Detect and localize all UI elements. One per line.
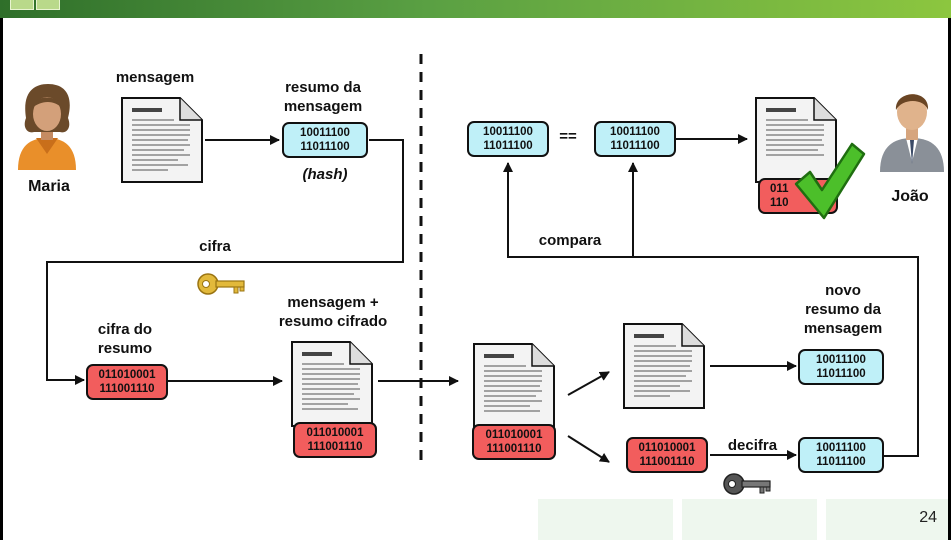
label-joao: João: [891, 188, 929, 205]
hash-box: 10011100 11011100: [282, 122, 368, 158]
hash-box-line: 11011100: [300, 141, 350, 153]
label-mensagem: mensagem: [115, 69, 195, 86]
top-bar-tab: [10, 0, 34, 10]
doc-cipher-box: 011010001 111001110: [293, 422, 377, 458]
slide-right-border: [948, 18, 951, 540]
footer-box: [682, 499, 817, 540]
doc-cipher-box-line: 111001110: [307, 441, 363, 453]
cipher-to-decrypt-box-line: 011010001: [638, 442, 696, 454]
arrow-decrypted-to-compare: [503, 162, 919, 457]
document-icon: [121, 97, 203, 183]
cipher-box-line: 111001110: [99, 383, 155, 395]
footer-box: [538, 499, 673, 540]
new-hash-box: 10011100 11011100: [798, 349, 884, 385]
document-icon: [623, 323, 705, 409]
compare-left-box-line: 10011100: [483, 126, 533, 138]
label-mensagem-resumo-cifrado: mensagem + resumo cifrado: [278, 294, 388, 330]
gold-key-icon: [197, 273, 245, 295]
doc-cipher-box-line: 111001110: [486, 443, 542, 455]
label-equals: ==: [559, 128, 577, 145]
label-compara: compara: [538, 232, 602, 249]
label-hash: (hash): [302, 166, 348, 183]
person-maria-icon: [18, 84, 76, 170]
compare-right-box-line: 10011100: [610, 126, 660, 138]
slide-top-bar: [0, 0, 951, 18]
doc-cipher-box-line: 011010001: [306, 427, 364, 439]
joao-doc-cipher-box-line: 011: [770, 183, 789, 195]
cipher-to-decrypt-box: 011010001 111001110: [626, 437, 708, 473]
decrypted-hash-box-line: 11011100: [816, 456, 866, 468]
hash-box-line: 10011100: [300, 127, 350, 139]
new-hash-box-line: 10011100: [816, 354, 866, 366]
label-cifra: cifra: [199, 238, 231, 255]
label-maria: Maria: [28, 178, 70, 195]
dark-key-icon: [723, 473, 771, 495]
top-bar-tab: [36, 0, 60, 10]
label-cifra-do-resumo: cifra do resumo: [97, 321, 153, 357]
doc-cipher-box: 011010001 111001110: [472, 424, 556, 460]
doc-cipher-box-line: 011010001: [485, 429, 543, 441]
joao-doc-cipher-box-line: 110: [770, 197, 789, 209]
arrow-split-down: [567, 435, 610, 463]
page-number: 24: [919, 509, 937, 526]
person-joao-icon: [880, 94, 944, 172]
cipher-box: 011010001 111001110: [86, 364, 168, 400]
compare-right-box: 10011100 11011100: [594, 121, 676, 157]
cipher-box-line: 011010001: [98, 369, 156, 381]
new-hash-box-line: 11011100: [816, 368, 866, 380]
checkmark-icon: [794, 142, 866, 220]
compare-left-box-line: 11011100: [483, 140, 533, 152]
compare-left-box: 10011100 11011100: [467, 121, 549, 157]
footer-box: [826, 499, 948, 540]
arrow-split-up: [567, 371, 610, 396]
document-icon: [291, 341, 373, 427]
cipher-to-decrypt-box-line: 111001110: [639, 456, 695, 468]
decrypted-hash-box-line: 10011100: [816, 442, 866, 454]
arrow-hash-to-cipher: [46, 139, 404, 385]
label-resumo-da-mensagem: resumo da mensagem: [283, 79, 363, 115]
slide-left-border: [0, 18, 3, 540]
decrypted-hash-box: 10011100 11011100: [798, 437, 884, 473]
document-icon: [755, 97, 837, 183]
document-icon: [473, 343, 555, 429]
label-decifra: decifra: [727, 437, 778, 454]
label-novo-resumo: novo resumo da mensagem: [803, 282, 883, 337]
compare-right-box-line: 11011100: [610, 140, 660, 152]
